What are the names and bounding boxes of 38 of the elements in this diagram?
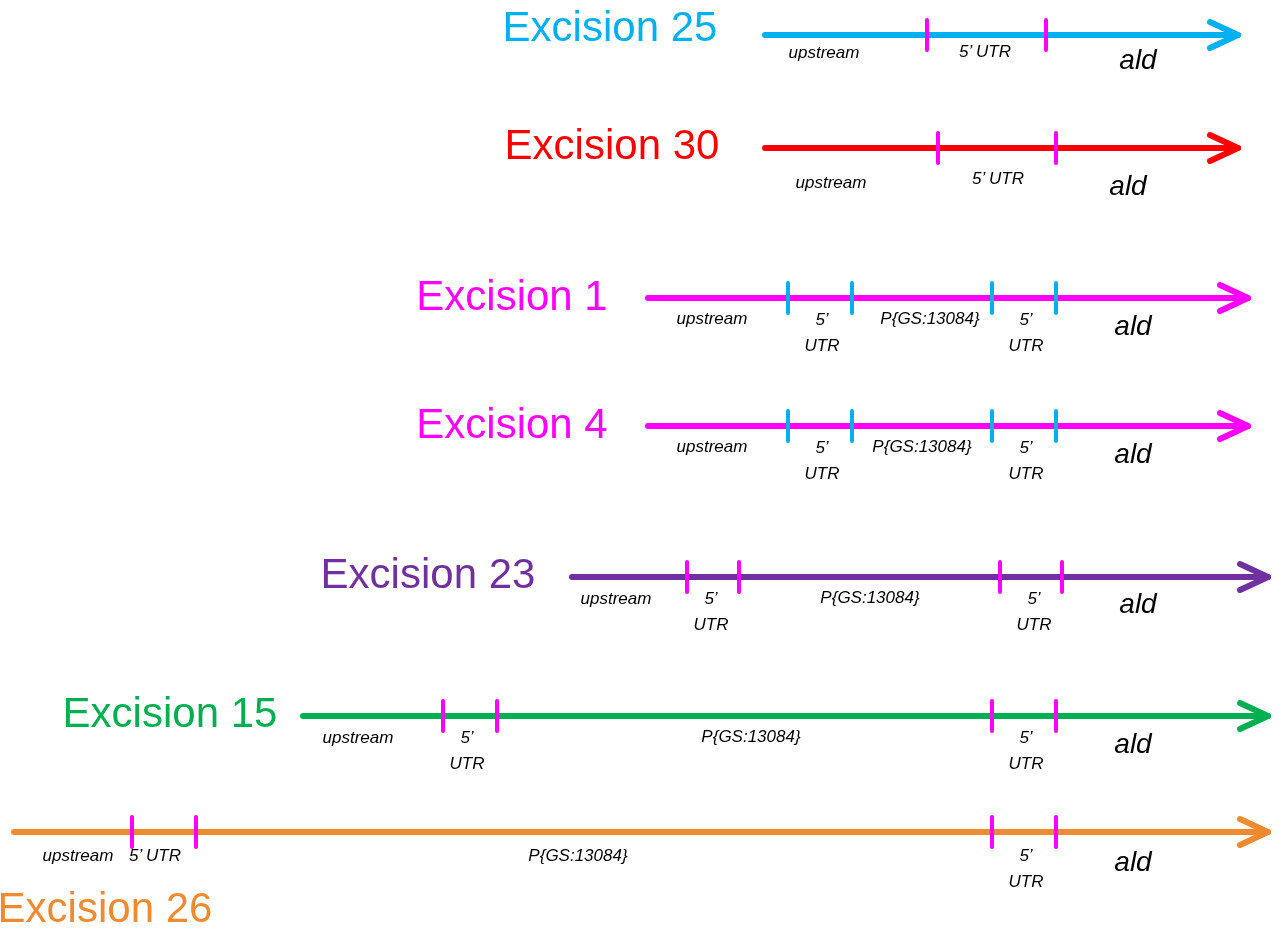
region-label: upstream <box>42 845 114 867</box>
region-label: 5’ UTR <box>959 41 1011 63</box>
region-label: 5’ UTR <box>692 587 730 635</box>
gene-title: Excision 30 <box>504 119 720 170</box>
region-label: upstream <box>676 308 748 330</box>
gene-title: Excision 15 <box>62 687 278 738</box>
gene-name: ald <box>1114 727 1152 761</box>
region-label: 5’ UTR <box>129 845 181 867</box>
region-label: upstream <box>676 436 748 458</box>
region-label: 5’ UTR <box>803 308 841 356</box>
region-label: 5’ UTR <box>1007 844 1045 892</box>
region-label: P{GS:13084} <box>820 587 920 609</box>
gene-name: ald <box>1114 309 1152 343</box>
region-label: upstream <box>322 727 394 749</box>
region-label: 5’ UTR <box>1007 436 1045 484</box>
gene-name: ald <box>1109 169 1147 203</box>
gene-name: ald <box>1119 587 1157 621</box>
gene-title: Excision 23 <box>320 548 536 599</box>
gene-title: Excision 26 <box>0 882 213 928</box>
region-label: P{GS:13084} <box>701 726 801 748</box>
region-label: P{GS:13084} <box>872 436 972 458</box>
gene-title: Excision 1 <box>416 270 608 321</box>
region-label: upstream <box>788 42 860 64</box>
region-label: 5’ UTR <box>1015 587 1053 635</box>
region-label: upstream <box>580 588 652 610</box>
region-label: P{GS:13084} <box>528 845 628 867</box>
gene-name: ald <box>1119 43 1157 77</box>
gene-title: Excision 4 <box>416 398 608 449</box>
gene-name: ald <box>1114 437 1152 471</box>
region-label: 5’ UTR <box>1007 726 1045 774</box>
region-label: 5’ UTR <box>448 726 486 774</box>
region-label: 5’ UTR <box>1007 308 1045 356</box>
gene-name: ald <box>1114 845 1152 879</box>
region-label: upstream <box>795 172 867 194</box>
region-label: P{GS:13084} <box>880 308 980 330</box>
region-label: 5’ UTR <box>972 168 1024 190</box>
region-label: 5’ UTR <box>803 436 841 484</box>
gene-title: Excision 25 <box>502 1 718 52</box>
